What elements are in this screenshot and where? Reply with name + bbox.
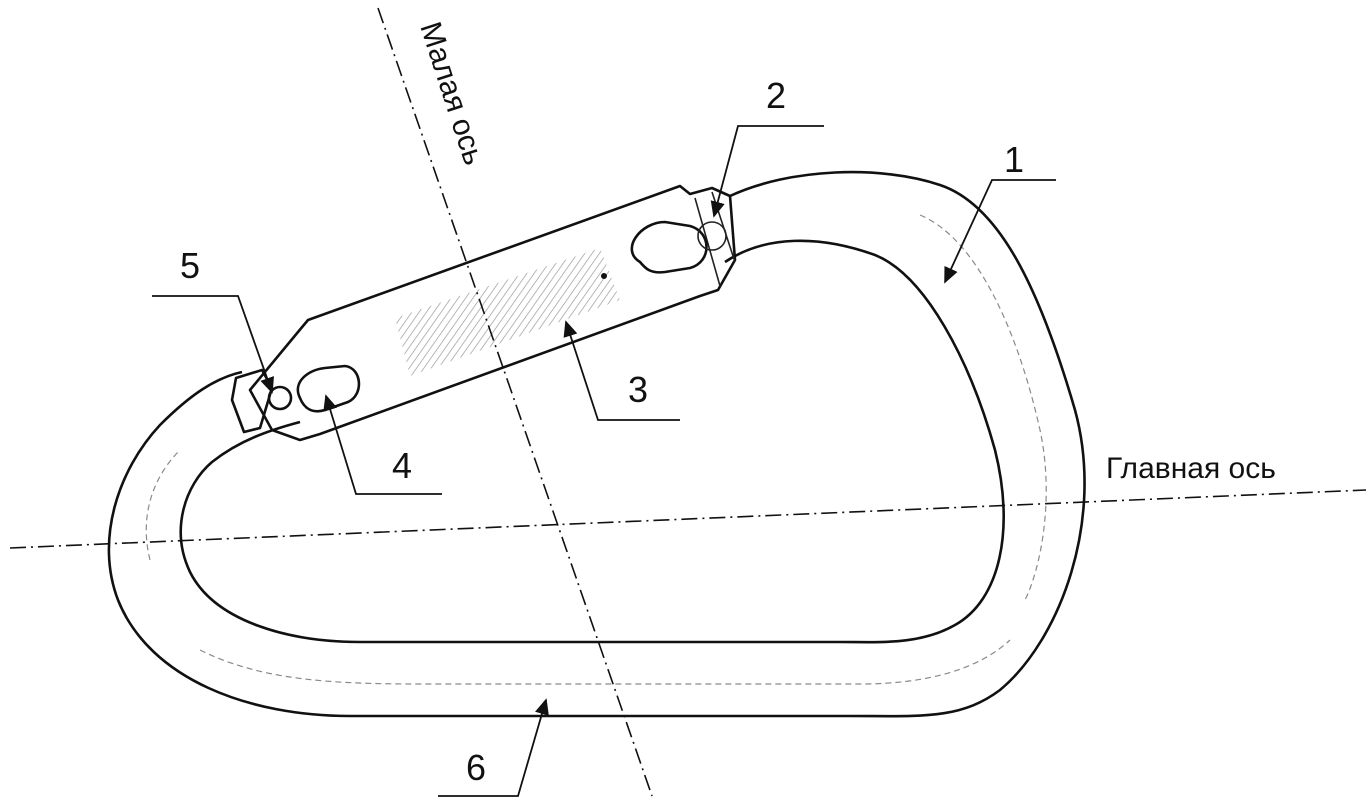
callout-1: 1: [1004, 139, 1024, 180]
callouts: 1 2 3 4 5 6: [152, 75, 1056, 797]
callout-6: 6: [466, 747, 486, 788]
carabiner-gate: [230, 184, 737, 442]
gate-knurled-zone: [395, 248, 620, 376]
callout-2: 2: [766, 75, 786, 116]
carabiner-body: [107, 170, 1086, 718]
gate-slot-nose: [296, 364, 361, 413]
gate-rivet: [601, 273, 607, 279]
major-axis-label: Главная ось: [1106, 452, 1276, 485]
body-shading-right: [919, 214, 1047, 601]
body-outer-contour: [107, 170, 1086, 718]
gate-outline: [248, 184, 737, 442]
leader-1: [944, 179, 1056, 284]
callout-3: 3: [628, 369, 648, 410]
body-inner-contour: [179, 239, 1005, 644]
axes: Малая ось Главная ось: [9, 7, 1367, 797]
gate-slot-hinge: [630, 220, 708, 274]
minor-axis-line: [377, 7, 653, 797]
latch-pin: [267, 385, 293, 411]
leader-3: [563, 320, 680, 421]
body-shading-bottom: [199, 639, 1011, 685]
body-shading-left: [145, 449, 181, 561]
callout-5: 5: [180, 245, 200, 286]
leader-2: [710, 125, 824, 218]
nose-latch: [230, 368, 274, 434]
leader-5: [152, 295, 274, 394]
minor-axis-label: Малая ось: [413, 18, 490, 169]
major-axis-line: [9, 489, 1367, 549]
leader-4: [323, 394, 442, 495]
callout-4: 4: [392, 445, 412, 486]
leader-6: [438, 698, 549, 797]
gate-collar-line: [694, 197, 721, 287]
hinge-pin: [697, 221, 727, 251]
